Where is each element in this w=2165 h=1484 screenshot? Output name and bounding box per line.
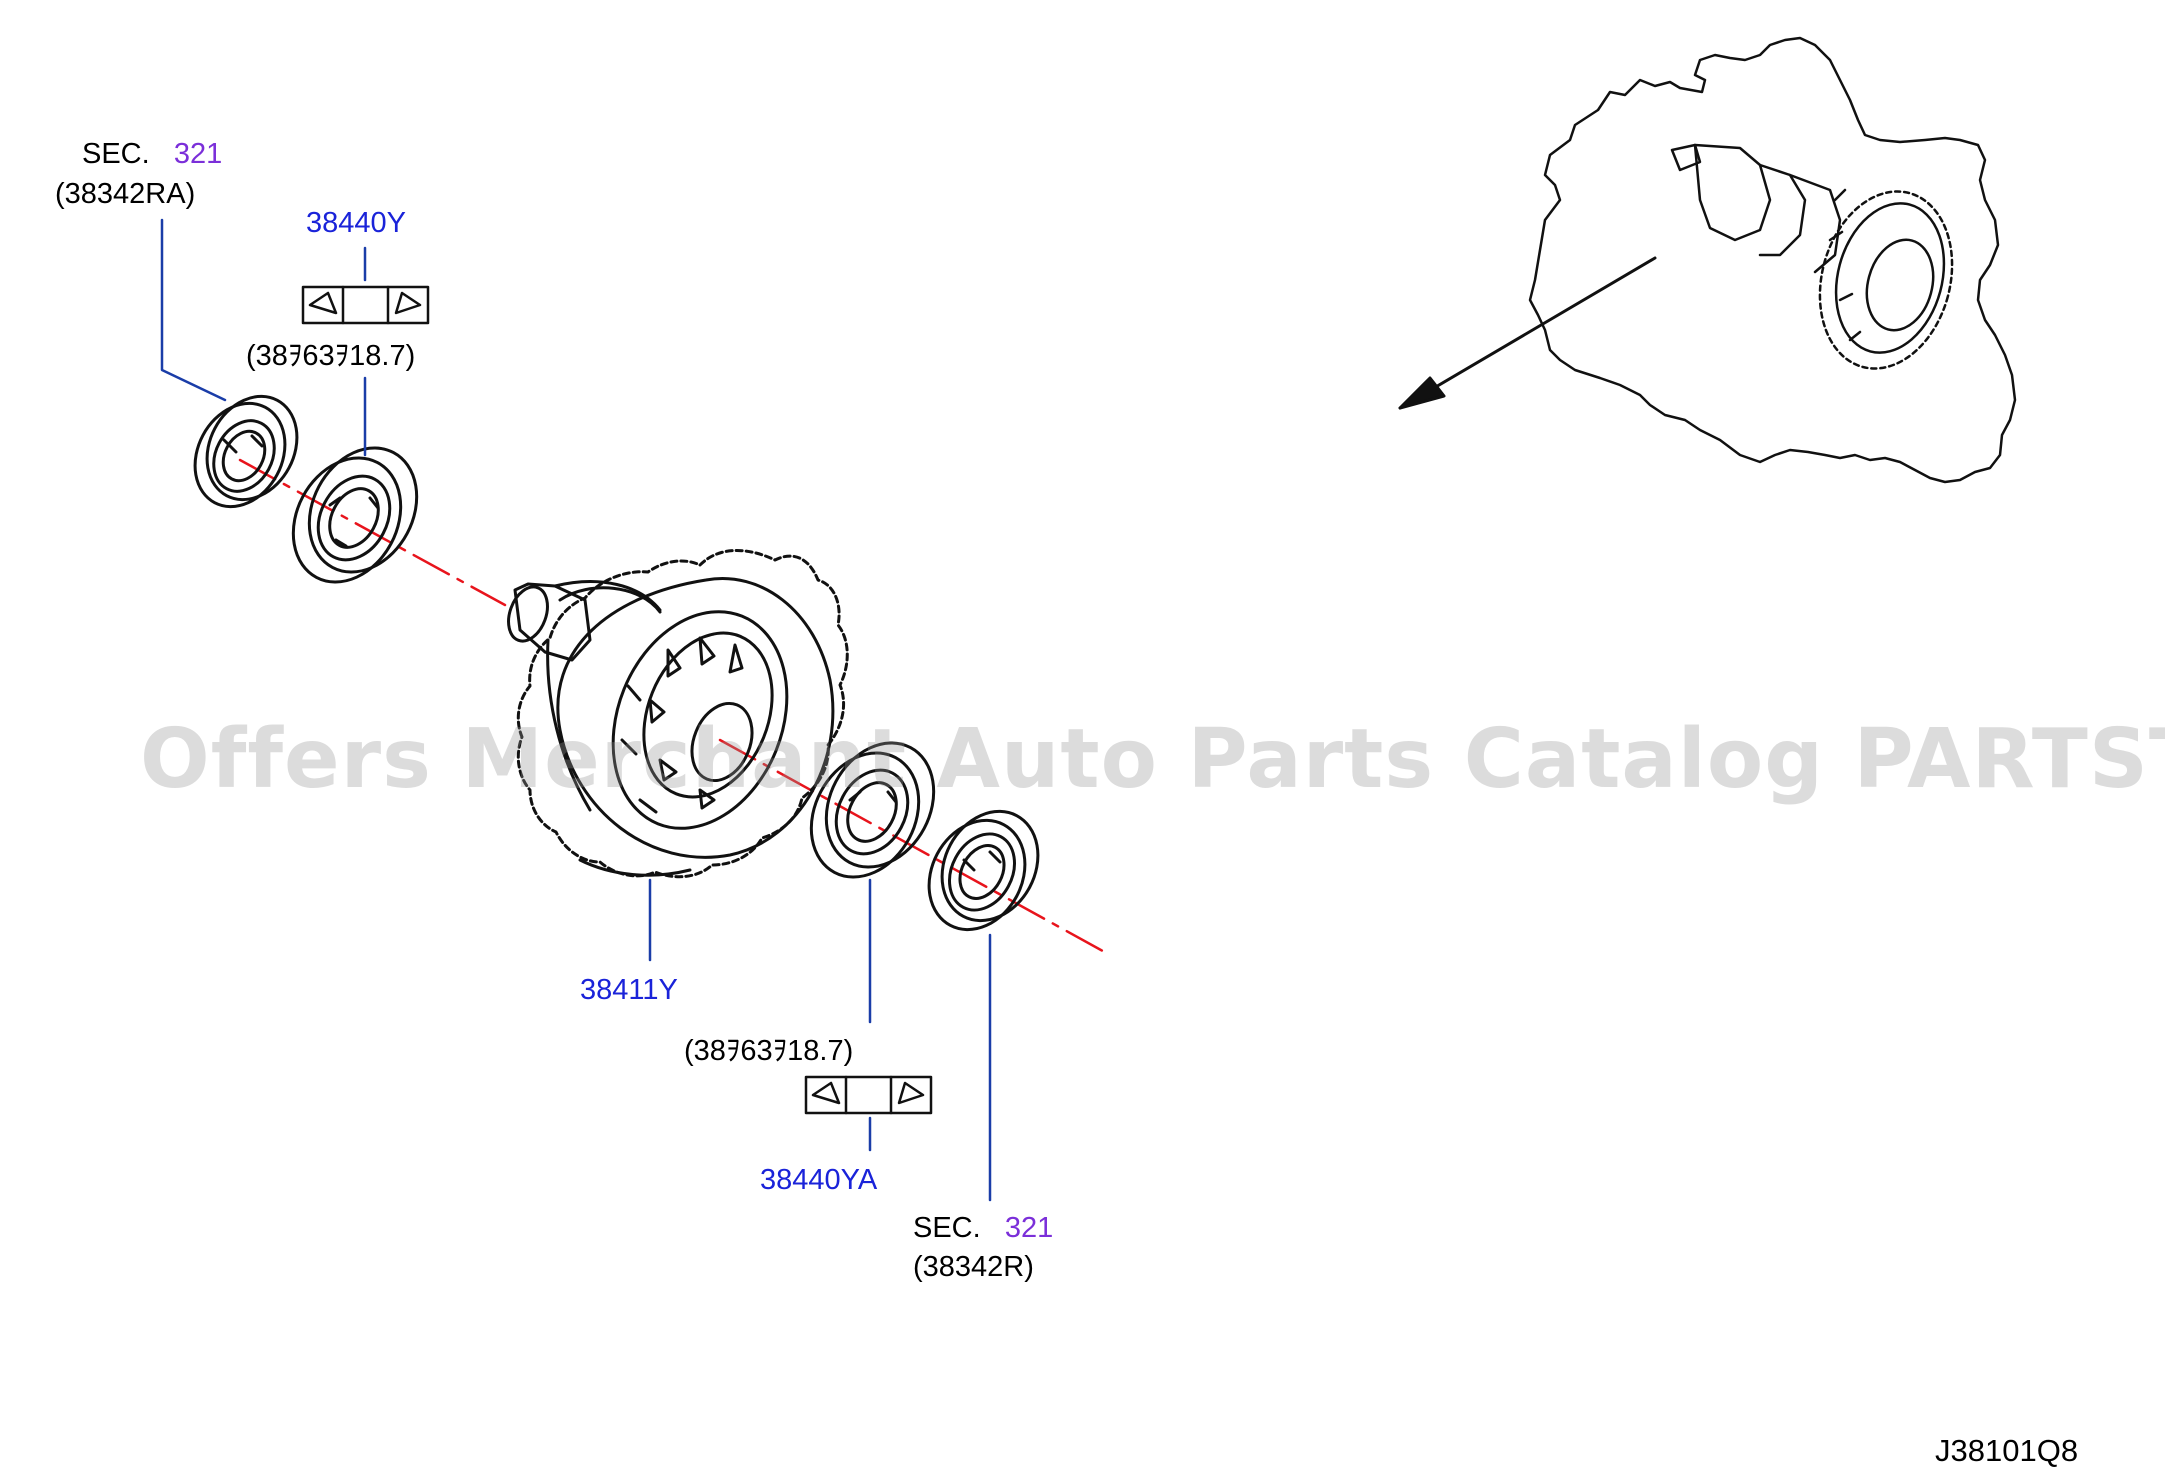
shim-selection-icon [804, 1075, 933, 1115]
watermark-text: Offers Merchant Auto Parts Catalog PARTS… [140, 712, 2165, 807]
diagram-id: J38101Q8 [1935, 1433, 2079, 1468]
shim-selection-icon [301, 285, 430, 325]
section-code-38342R: (38342R) [913, 1251, 1034, 1283]
section-ref-upper: SEC. 321 [82, 137, 222, 171]
part-link-38411Y[interactable]: 38411Y [580, 974, 678, 1006]
section-link-321-upper[interactable]: 321 [173, 138, 223, 170]
part-link-38440Y[interactable]: 38440Y [306, 207, 406, 239]
output-shaft-gear-inset [1670, 143, 1954, 370]
section-code-38342RA: (38342RA) [55, 178, 196, 210]
bearing-38440YA[interactable] [790, 724, 954, 896]
part-link-38440YA[interactable]: 38440YA [760, 1164, 878, 1196]
section-prefix: SEC. [82, 138, 150, 170]
dimension-38440YA: (38ｦ63ｦ18.7) [684, 1035, 854, 1067]
oil-seal-upper[interactable] [178, 381, 315, 523]
section-ref-lower: SEC. 321 [913, 1211, 1053, 1245]
case-outline-inset [1528, 36, 2017, 484]
leader-lines [160, 218, 992, 1202]
section-prefix: SEC. [913, 1212, 981, 1244]
differential-assembly-38411Y[interactable] [502, 549, 849, 879]
dimension-38440Y: (38ｦ63ｦ18.7) [246, 340, 416, 372]
section-link-321-lower[interactable]: 321 [1004, 1212, 1054, 1244]
oil-seal-lower[interactable] [911, 795, 1057, 947]
bearing-38440Y[interactable] [272, 429, 437, 601]
view-direction-arrow-icon [1398, 256, 1657, 410]
